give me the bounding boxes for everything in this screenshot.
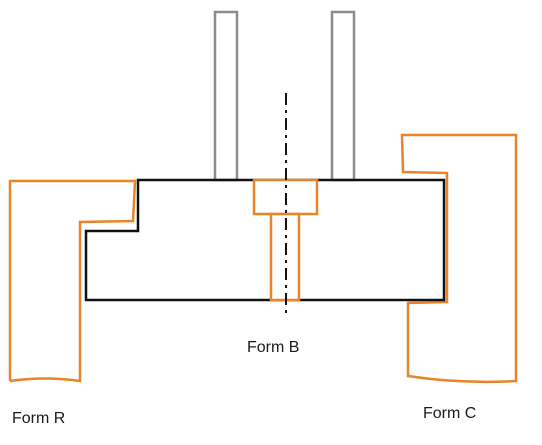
form-r-label: Form R [12,410,66,427]
left-guide-pin [213,10,239,182]
right-guide-pin [330,10,356,182]
form-b-label: Form B [247,339,300,356]
form-c-label: Form C [423,405,477,422]
form-r-outline [8,179,137,383]
form-b-body-outline [84,178,446,302]
form-c-outline [400,133,518,384]
